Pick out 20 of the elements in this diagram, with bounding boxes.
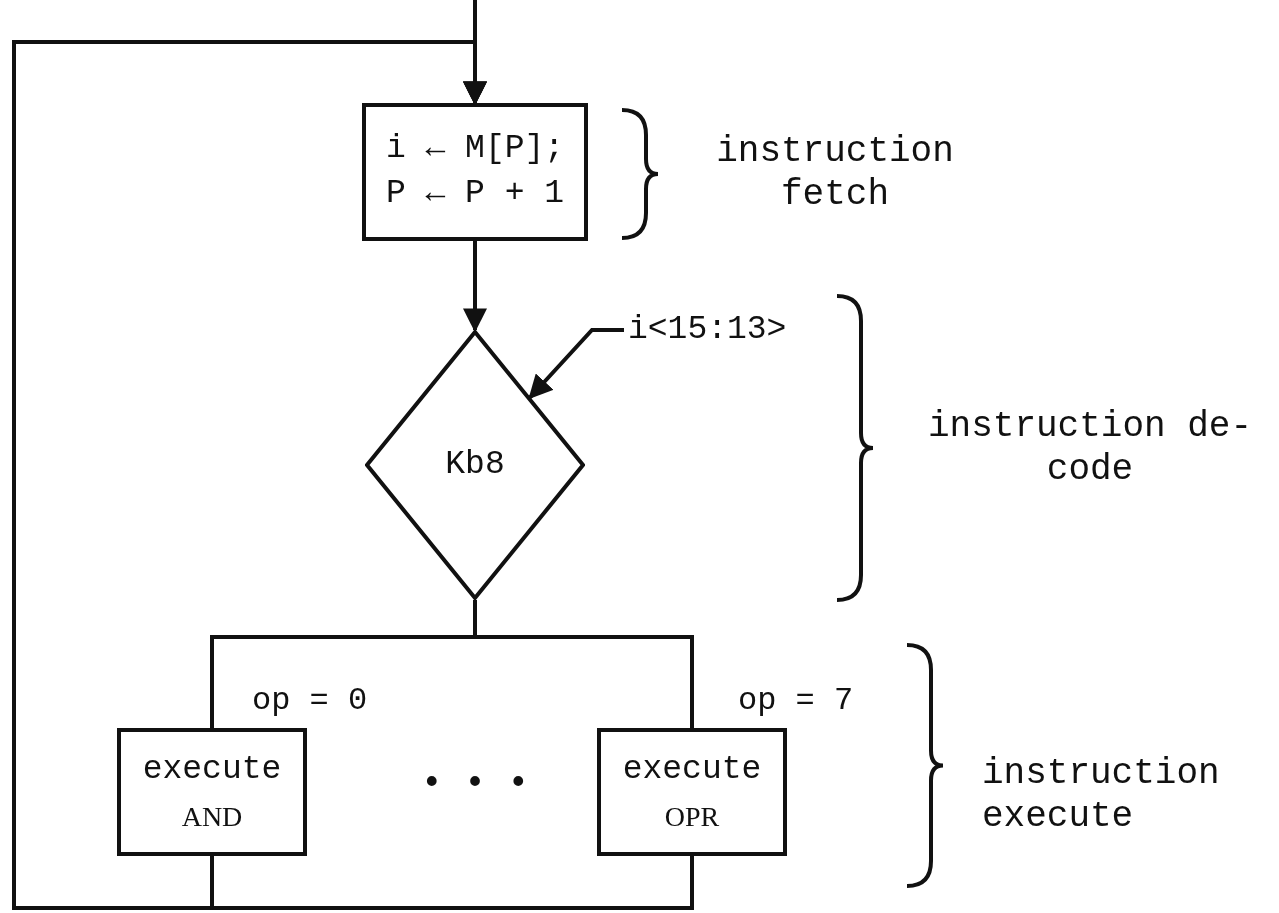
box-text: execute	[142, 749, 282, 790]
stage-label: instruction execute	[982, 752, 1221, 839]
stage-label: instruction fetch	[715, 130, 955, 217]
process-box	[117, 728, 307, 856]
signal-label: i<15:13>	[628, 310, 808, 350]
connector-line	[473, 600, 694, 728]
box-text: OPR	[664, 800, 720, 835]
process-box	[597, 728, 787, 856]
box-text: i ← M[P];	[385, 129, 565, 170]
decision-label: Kb8	[445, 444, 505, 485]
box-text: P ← P + 1	[385, 174, 565, 214]
box-text: AND	[181, 800, 243, 835]
arrow	[528, 328, 624, 400]
box-text: execute	[622, 749, 762, 790]
ellipsis: • • •	[420, 762, 530, 806]
decision-diamond	[365, 330, 585, 600]
connector-line	[463, 241, 487, 333]
process-box	[362, 103, 588, 241]
stage-label: instruction de- code	[926, 405, 1254, 492]
connector-line	[12, 40, 694, 910]
